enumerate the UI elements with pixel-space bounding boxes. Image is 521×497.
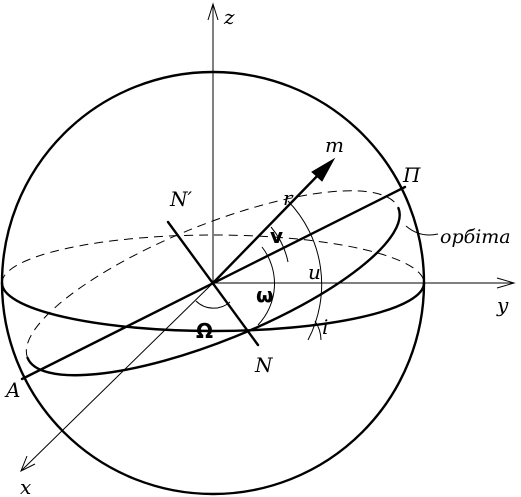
label-N: N — [254, 353, 274, 377]
orbit-front-half — [26, 206, 401, 377]
label-N-prime: N′ — [169, 187, 193, 211]
label-v: v — [270, 224, 283, 248]
radius-vector — [211, 168, 325, 285]
y-axis-arrow — [496, 277, 516, 289]
x-axis-arrow — [20, 455, 36, 473]
equator-back-half — [1, 234, 425, 284]
angle-omega-arc — [257, 246, 275, 326]
angle-i-arc — [314, 320, 322, 341]
label-Omega: Ω — [196, 319, 213, 343]
z-axis-arrow — [207, 2, 219, 21]
radius-vector-arrowhead — [311, 157, 336, 182]
label-i: i — [322, 315, 328, 339]
label-P: П — [402, 163, 421, 187]
label-m: m — [325, 133, 344, 157]
label-A: A — [4, 378, 20, 402]
equator-front-half — [0, 281, 426, 333]
angle-Omega-arc — [195, 300, 231, 309]
label-omega: ω — [256, 283, 273, 307]
label-orbit: орбіта — [440, 226, 511, 248]
x-axis — [21, 282, 214, 471]
label-u: u — [308, 260, 321, 284]
label-z: z — [223, 5, 235, 29]
orbit-back-half — [25, 190, 399, 359]
angle-v-arc — [270, 226, 289, 263]
orbit-label-leader — [405, 225, 439, 236]
label-y: y — [496, 293, 509, 317]
label-x: x — [20, 475, 31, 497]
label-r: r — [283, 186, 294, 210]
